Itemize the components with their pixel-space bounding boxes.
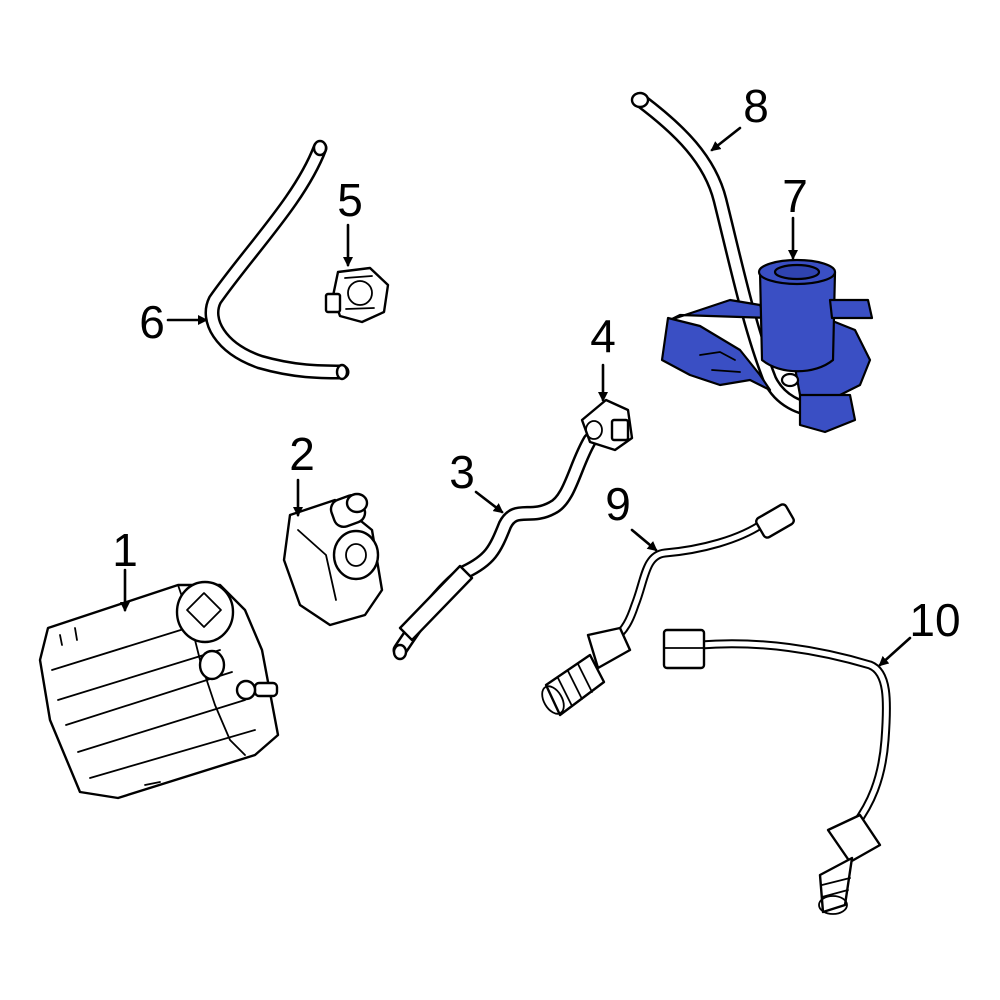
- part-9-o2-sensor[interactable]: [538, 503, 796, 718]
- part-7-purge-valve[interactable]: [660, 258, 874, 434]
- callout-7: 7: [782, 170, 808, 222]
- part-8-hose[interactable]: [630, 91, 828, 418]
- part-3-hose[interactable]: [392, 432, 598, 661]
- callout-3: 3: [449, 446, 475, 498]
- callout-numbers: 1 2 3 4 5 6 7 8 9 10: [112, 80, 960, 646]
- callout-8: 8: [743, 80, 769, 132]
- part-2-solenoid[interactable]: [282, 492, 384, 627]
- part-10-o2-sensor[interactable]: [662, 628, 891, 915]
- part-4-connector[interactable]: [580, 398, 634, 452]
- callout-10: 10: [909, 594, 960, 646]
- callout-4: 4: [590, 310, 616, 362]
- callout-leaders: [120, 126, 912, 667]
- callout-9: 9: [605, 478, 631, 530]
- callout-1: 1: [112, 524, 138, 576]
- callout-2: 2: [289, 428, 315, 480]
- callout-5: 5: [337, 174, 363, 226]
- part-1-canister[interactable]: [38, 580, 280, 800]
- callout-6: 6: [139, 296, 165, 348]
- part-6-hose[interactable]: [204, 139, 350, 381]
- part-5-clip[interactable]: [324, 266, 390, 324]
